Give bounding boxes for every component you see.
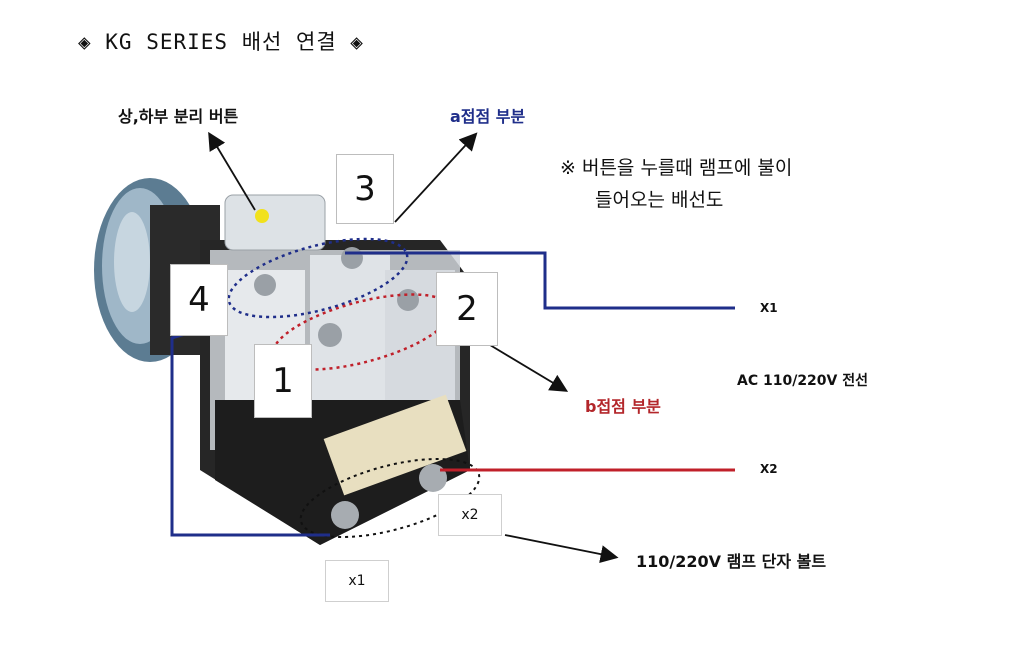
x2-terminal-box: x2 [438,494,502,536]
page-title: ◈ KG SERIES 배선 연결 ◈ [78,30,364,54]
note-line-2: 들어오는 배선도 [595,189,724,211]
terminal-3: 3 [336,154,394,224]
x1-wire-label: X1 [760,301,778,315]
switch-body [200,194,470,545]
note-line-1: ※ 버튼을 누를때 램프에 불이 [560,157,793,179]
x1-terminal-box: x1 [325,560,389,602]
terminal-1: 1 [254,344,312,418]
terminal-2: 2 [436,272,498,346]
separator-button-label: 상,하부 분리 버튼 [118,107,239,126]
ac-wire-label: AC 110/220V 전선 [737,373,869,389]
a-contact-label: a접점 부분 [450,107,526,126]
x2-wire-label: X2 [760,462,778,476]
terminal-4: 4 [170,264,228,336]
note-text: ※ 버튼을 누를때 램프에 불이 들어오는 배선도 [560,152,792,216]
lamp-bolt-label: 110/220V 램프 단자 볼트 [636,552,827,571]
b-contact-label: b접점 부분 [585,397,661,416]
